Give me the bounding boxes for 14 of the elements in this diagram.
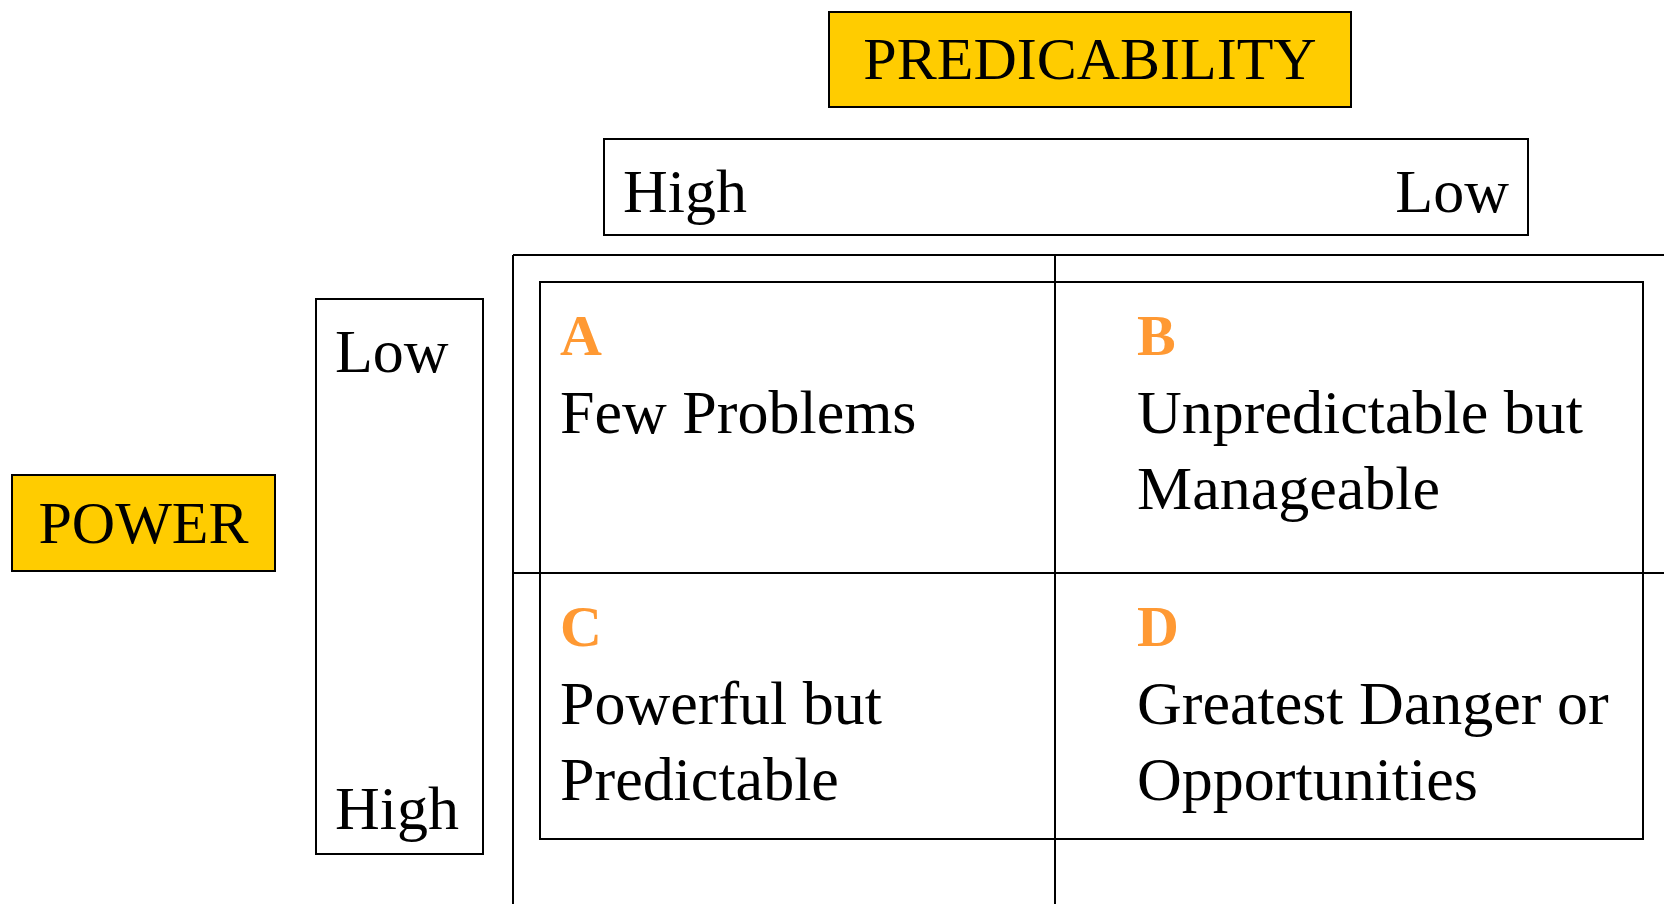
quadrant-label: Unpredictable but Manageable xyxy=(1137,376,1584,524)
axis-scale-box xyxy=(603,138,1529,236)
axis-scale-label: Low xyxy=(1395,160,1509,222)
axis-title: POWER xyxy=(11,474,276,572)
quadrant-letter: B xyxy=(1137,304,1176,368)
quadrant-letter: D xyxy=(1137,595,1179,659)
quadrant-letter: C xyxy=(560,595,602,659)
quadrant-label: Few Problems xyxy=(560,376,918,448)
quadrant-letter: A xyxy=(560,304,602,368)
quadrant-label: Powerful but Predictable xyxy=(560,667,884,815)
axis-scale-box xyxy=(315,298,484,855)
axis-scale-label: Low xyxy=(335,320,449,382)
axis-title: PREDICABILITY xyxy=(828,11,1352,108)
quadrant-label: Greatest Danger or Opportunities xyxy=(1137,667,1610,815)
